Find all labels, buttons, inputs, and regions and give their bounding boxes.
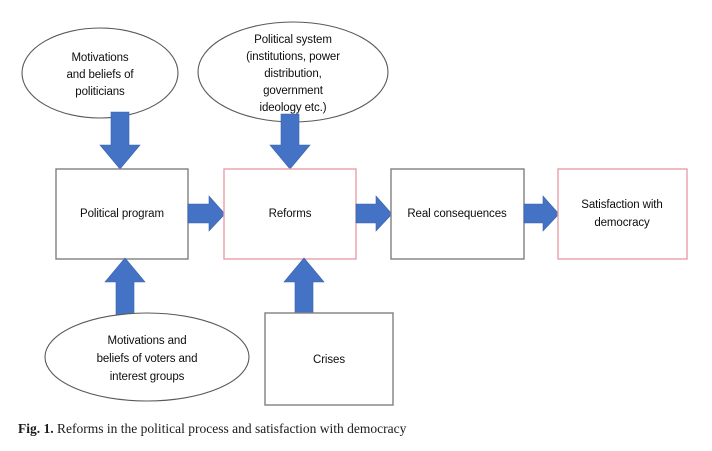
arrow-voters-to-program-icon xyxy=(104,257,146,319)
real-consequences-label: Real consequences xyxy=(407,208,507,220)
arrow-crises-to-reforms-icon xyxy=(283,257,325,316)
reforms-box xyxy=(223,168,357,260)
crises-label: Crises xyxy=(313,354,345,366)
node-political-system: Political system (institutions, power di… xyxy=(197,21,389,123)
motivations-politicians-ellipse xyxy=(21,27,179,119)
node-motivations-voters: Motivations and beliefs of voters and in… xyxy=(44,312,250,402)
motivations-voters-ellipse xyxy=(44,312,250,402)
motivations-politicians-label-line3: politicians xyxy=(75,86,125,98)
political-program-box xyxy=(55,168,189,260)
motivations-politicians-label-line1: Motivations xyxy=(71,52,128,64)
satisfaction-with-democracy-label-line2: democracy xyxy=(594,217,650,229)
political-system-label-line3: distribution, xyxy=(264,68,322,80)
political-program-label: Political program xyxy=(80,208,164,220)
figure-caption-text: Reforms in the political process and sat… xyxy=(53,421,407,436)
political-system-label-line4: government xyxy=(263,85,324,97)
arrow-system-to-reforms-icon xyxy=(269,113,311,170)
node-real-consequences: Real consequences xyxy=(390,168,525,260)
motivations-politicians-label-line2: and beliefs of xyxy=(66,69,134,81)
figure-caption-label: Fig. 1. xyxy=(18,421,54,436)
motivations-voters-label-line2: beliefs of voters and xyxy=(97,353,198,365)
political-system-label-line2: (institutions, power xyxy=(246,51,340,63)
motivations-voters-label-line3: interest groups xyxy=(110,371,185,383)
crises-box xyxy=(264,312,394,406)
node-crises: Crises xyxy=(264,312,394,406)
flowchart-diagram: Motivations and beliefs of politicians P… xyxy=(21,21,688,406)
political-system-label-line1: Political system xyxy=(254,34,332,46)
arrow-reforms-to-consequences-icon xyxy=(355,195,393,232)
reforms-label: Reforms xyxy=(269,208,312,220)
arrow-politicians-to-program-icon xyxy=(99,111,141,170)
node-satisfaction-with-democracy: Satisfaction with democracy xyxy=(557,168,688,260)
arrow-program-to-reforms-icon xyxy=(187,195,226,232)
motivations-voters-label-line1: Motivations and xyxy=(107,335,186,347)
satisfaction-with-democracy-box xyxy=(557,168,688,260)
node-motivations-politicians: Motivations and beliefs of politicians xyxy=(21,27,179,119)
node-reforms: Reforms xyxy=(223,168,357,260)
political-system-label-line5: ideology etc.) xyxy=(260,102,327,114)
node-political-program: Political program xyxy=(55,168,189,260)
arrow-consequences-to-satisfaction-icon xyxy=(523,195,560,232)
figure-caption: Fig. 1. Reforms in the political process… xyxy=(18,420,698,438)
satisfaction-with-democracy-label-line1: Satisfaction with xyxy=(581,199,662,211)
